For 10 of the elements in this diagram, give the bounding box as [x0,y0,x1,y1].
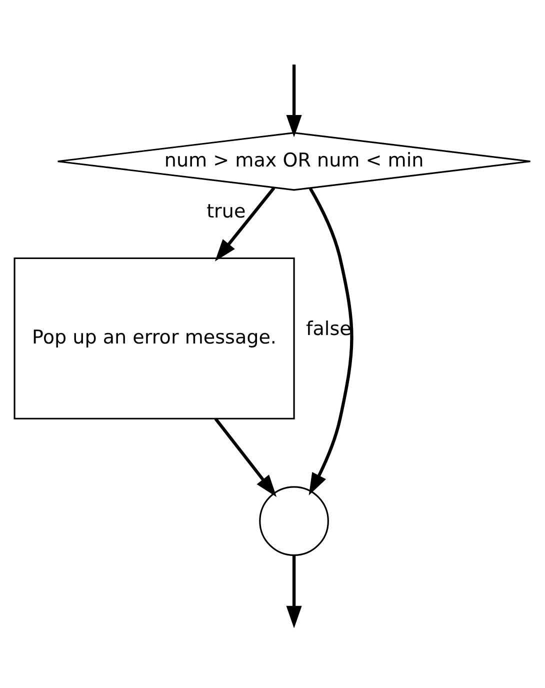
arrow [308,188,354,496]
arrow [286,64,302,138]
node-circle [259,486,329,556]
edge-label: false [306,318,352,340]
node-diamond: num > max OR num < min [57,132,532,191]
arrow [214,186,276,262]
arrow [286,556,302,628]
arrow [214,418,277,498]
edge-label: true [206,200,246,222]
node-box: Pop up an error message. [14,257,295,420]
